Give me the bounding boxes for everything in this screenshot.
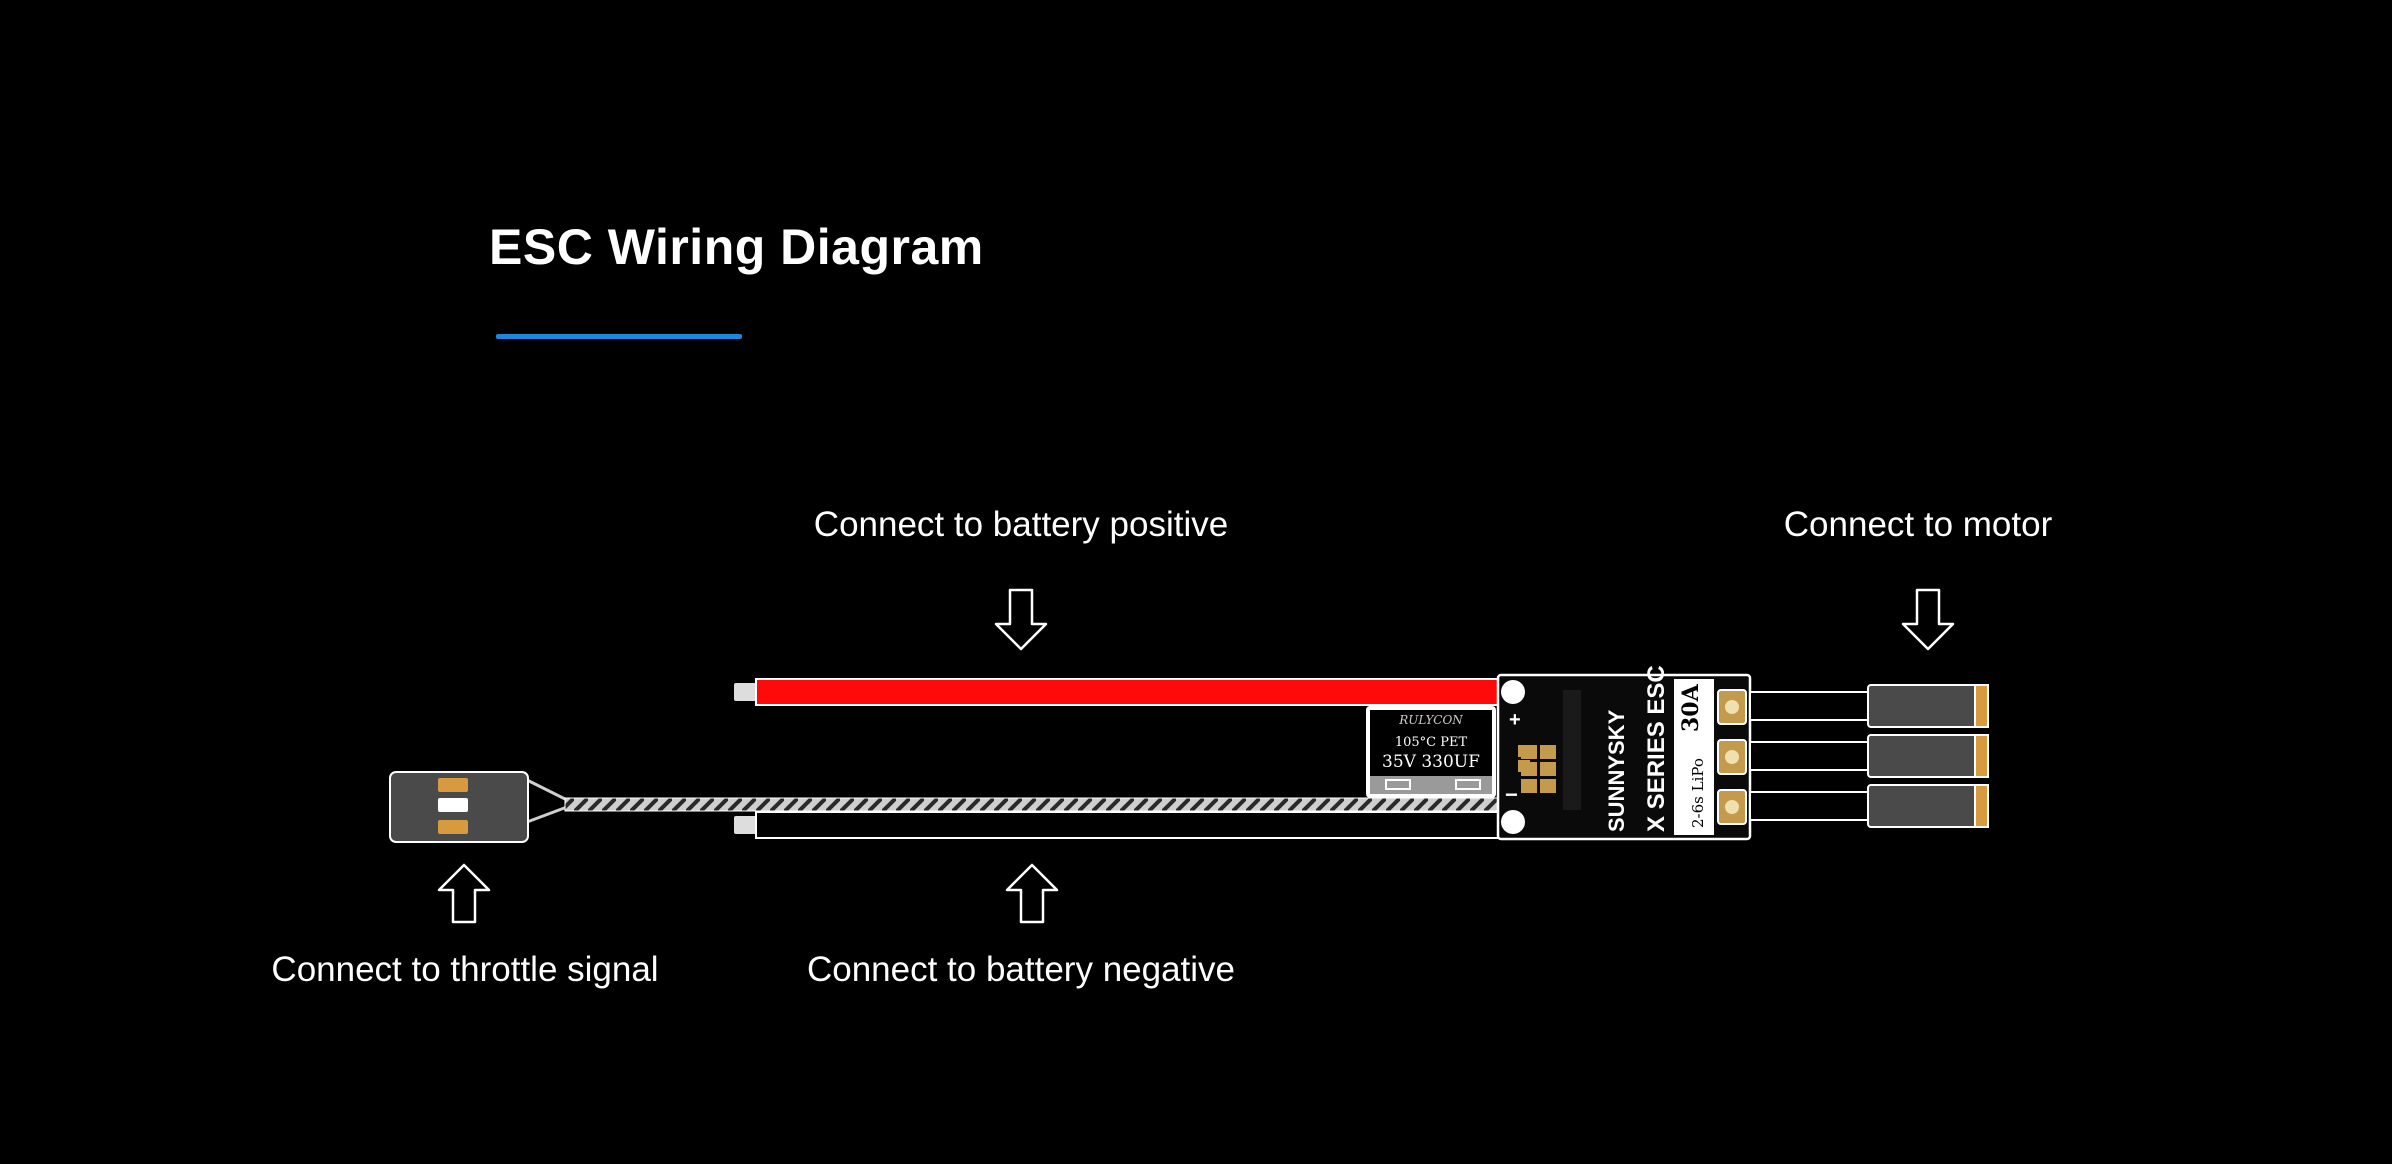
label-battery-negative: Connect to battery negative bbox=[806, 950, 1236, 989]
page-title: ESC Wiring Diagram bbox=[489, 219, 984, 275]
motor-solder-pads bbox=[1717, 689, 1747, 825]
capacitor: RULYCON 105°C PET 35V 330UF bbox=[1366, 706, 1496, 798]
servo-connector bbox=[389, 771, 529, 843]
capacitor-rating: 35V 330UF bbox=[1382, 752, 1480, 772]
negative-mark: − bbox=[1505, 782, 1518, 807]
label-battery-positive: Connect to battery positive bbox=[813, 505, 1229, 544]
mosfet-pads bbox=[1521, 745, 1556, 793]
cell-range: 2-6s LiPo bbox=[1689, 758, 1707, 828]
capacitor-temp: 105°C PET bbox=[1395, 735, 1468, 750]
title-underline bbox=[496, 334, 742, 339]
motor-wires bbox=[1749, 691, 1871, 821]
esc-series: X SERIES ESC bbox=[1643, 665, 1670, 832]
throttle-signal-wire bbox=[526, 778, 1506, 824]
current-rating: 30A bbox=[1678, 683, 1704, 732]
positive-mark: + bbox=[1509, 709, 1521, 731]
battery-negative-wire bbox=[734, 811, 1503, 839]
arrow-down-icon bbox=[994, 588, 1048, 651]
esc-body: + − SUNNYSKY X SERIES ESC 30A 2-6s LiPo bbox=[1496, 665, 1752, 841]
motor-bullet-connectors bbox=[1867, 684, 1989, 828]
label-throttle-signal: Connect to throttle signal bbox=[271, 950, 659, 989]
battery-positive-wire bbox=[734, 678, 1503, 706]
arrow-up-icon bbox=[437, 863, 491, 924]
arrow-down-icon bbox=[1901, 588, 1955, 651]
arrow-up-icon bbox=[1005, 863, 1059, 924]
capacitor-brand: RULYCON bbox=[1398, 713, 1463, 727]
esc-brand: SUNNYSKY bbox=[1604, 709, 1629, 832]
label-motor: Connect to motor bbox=[1783, 505, 2053, 544]
